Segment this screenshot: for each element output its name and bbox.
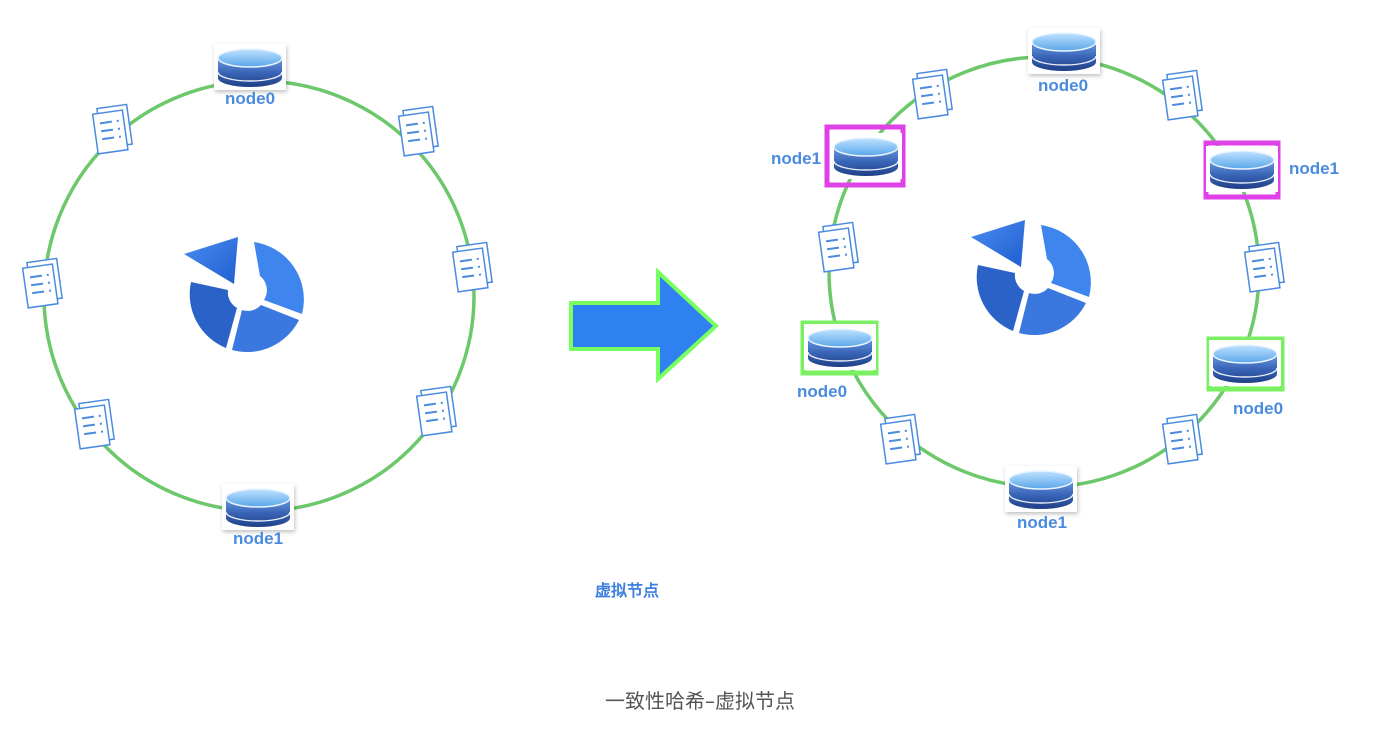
left-node0-label: node0 — [225, 89, 275, 108]
document-icon — [90, 103, 134, 155]
document-icon — [878, 413, 922, 465]
right-ring-logo-icon — [971, 220, 1091, 336]
right-node0-lower-right-database-icon — [1208, 339, 1282, 387]
right-node0-lower-right-label: node0 — [1233, 399, 1283, 418]
document-icon — [1242, 241, 1286, 293]
arrow-right-icon — [569, 267, 719, 384]
document-icon — [1160, 413, 1204, 465]
right-node1-upper-left-label: node1 — [771, 149, 821, 168]
right-node0-top-database-icon — [1027, 27, 1101, 75]
document-icon — [910, 68, 954, 120]
document-icon — [1160, 69, 1204, 121]
right-node1-upper-left-database-icon — [829, 132, 903, 180]
document-icon — [72, 398, 116, 450]
highlight-magenta-box — [824, 124, 906, 188]
right-node0-lower-left-database-icon — [803, 323, 877, 371]
document-icon — [816, 221, 860, 273]
right-node1-bottom-database-icon — [1004, 465, 1078, 513]
document-icon — [20, 257, 64, 309]
left-node1-database-icon — [221, 483, 295, 531]
document-icon — [450, 241, 494, 293]
page-caption: 一致性哈希–虚拟节点 — [605, 689, 795, 713]
document-icon — [396, 105, 440, 157]
inner-caption: 虚拟节点 — [595, 581, 659, 600]
right-node1-bottom-label: node1 — [1017, 513, 1067, 532]
right-node1-upper-right-database-icon — [1205, 145, 1279, 193]
left-ring-logo-icon — [184, 237, 304, 353]
left-hash-ring-diagram: node0 node1 — [20, 43, 494, 548]
document-icon — [414, 385, 458, 437]
right-node1-upper-right-label: node1 — [1289, 159, 1339, 178]
left-node1-label: node1 — [233, 529, 283, 548]
right-node0-lower-left-label: node0 — [797, 382, 847, 401]
right-hash-ring-diagram: node0 node1 node1 node0 node0 node1 — [771, 27, 1339, 532]
right-node0-top-label: node0 — [1038, 76, 1088, 95]
left-node0-database-icon — [213, 43, 287, 91]
